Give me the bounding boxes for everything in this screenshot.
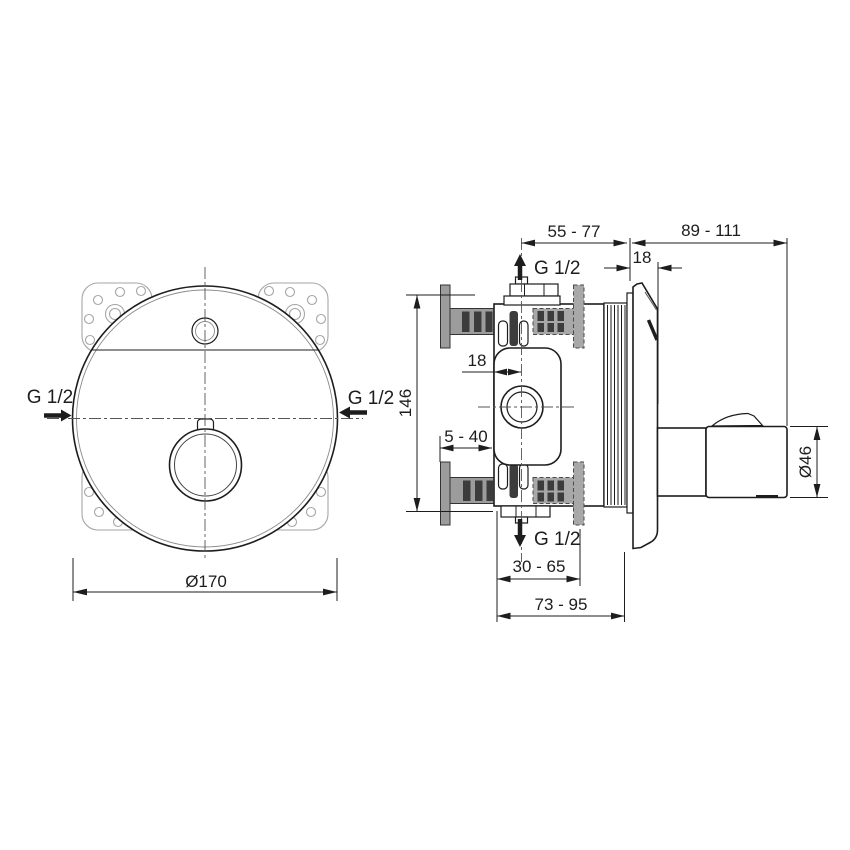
- dim-plate-diameter: Ø170: [72, 558, 338, 601]
- dim-rough-in-depth: 55 - 77: [521, 222, 631, 281]
- handle-stem: [656, 427, 707, 497]
- mounting-rail-bottom-dashed: [532, 461, 585, 526]
- port-right: G 1/2: [339, 388, 394, 419]
- port-bottom-label: G 1/2: [534, 529, 580, 550]
- dim-body-height-label: 146: [396, 389, 415, 417]
- port-right-label: G 1/2: [348, 388, 394, 409]
- mounting-rail-top: [440, 284, 495, 349]
- threaded-sleeve: [603, 292, 634, 514]
- dim-width-outer-label: 73 - 95: [535, 595, 588, 614]
- dim-trim-depth-label: 89 - 111: [681, 221, 741, 240]
- dim-rough-in-depth-label: 55 - 77: [548, 222, 601, 241]
- dim-width-inner: 30 - 65: [496, 511, 581, 622]
- escutcheon-profile: [632, 282, 659, 550]
- dim-center-offset-label: 18: [468, 351, 487, 370]
- port-top-label: G 1/2: [534, 258, 580, 279]
- mounting-rail-bottom: [440, 461, 495, 526]
- dim-plaster-depth: 5 - 40: [439, 427, 492, 462]
- handle-knob: [168, 418, 243, 502]
- handle-lever: [710, 412, 764, 427]
- port-bottom: G 1/2: [514, 519, 580, 550]
- top-port-fitting: [503, 276, 561, 306]
- port-right-arrow-icon: [339, 406, 350, 419]
- port-bottom-arrow-icon: [514, 535, 526, 547]
- dim-center-offset: 18: [462, 351, 521, 376]
- port-top: G 1/2: [514, 254, 580, 280]
- dim-handle-diameter: Ø46: [790, 426, 828, 498]
- plate-screw-holes: [83, 285, 327, 528]
- dim-escutcheon-depth: 18: [604, 248, 682, 404]
- escutcheon-edge-shading: [646, 319, 659, 341]
- bottom-port-fitting: [500, 505, 551, 524]
- dim-plaster-depth-label: 5 - 40: [444, 427, 487, 446]
- handle-side: [705, 412, 788, 499]
- dim-handle-diameter-label: Ø46: [796, 446, 815, 478]
- port-left: G 1/2: [27, 387, 73, 422]
- dim-body-height: 146: [396, 294, 493, 512]
- front-view: G 1/2 G 1/2 Ø170: [27, 267, 394, 601]
- port-left-label: G 1/2: [27, 387, 73, 408]
- dim-trim-depth: 89 - 111: [632, 221, 788, 426]
- dim-width-inner-label: 30 - 65: [513, 557, 566, 576]
- dim-plate-diameter-label: Ø170: [185, 572, 227, 591]
- port-top-arrow-icon: [514, 254, 526, 266]
- dim-width-outer: 73 - 95: [497, 552, 625, 622]
- mounting-rail-top-dashed: [532, 284, 585, 349]
- dim-escutcheon-depth-label: 18: [633, 248, 652, 267]
- port-left-arrow-icon: [61, 409, 72, 422]
- side-view: G 1/2 G 1/2 55 - 77 89 - 111: [396, 221, 828, 622]
